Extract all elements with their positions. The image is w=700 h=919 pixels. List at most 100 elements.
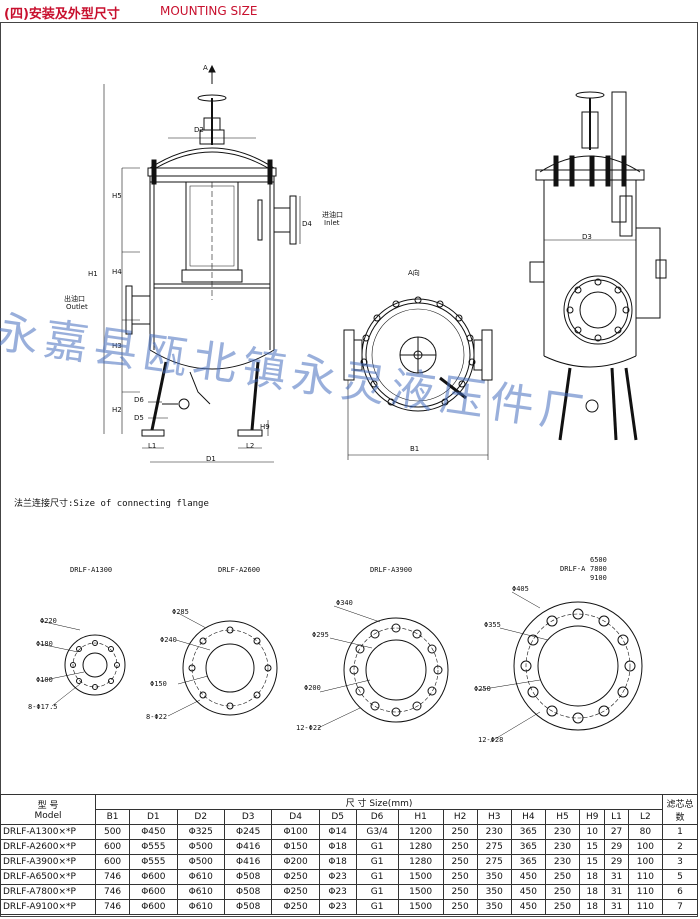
column-header: H1 xyxy=(397,809,444,825)
value-cell: 365 xyxy=(510,839,546,855)
filter-count-cell: 7 xyxy=(662,899,698,915)
drawing-frame xyxy=(0,22,698,917)
value-cell: Φ18 xyxy=(318,839,357,855)
value-cell: Φ23 xyxy=(318,869,357,885)
value-cell: 100 xyxy=(627,854,664,870)
value-cell: 450 xyxy=(510,884,546,900)
inlet-cn-label: 进油口 xyxy=(322,211,343,219)
value-cell: Φ555 xyxy=(129,854,178,870)
l2-label: L2 xyxy=(246,442,255,450)
model-cell: DRLF-A9100×*P xyxy=(0,899,96,915)
view-a-label: A向 xyxy=(408,269,420,277)
flange-holes: 8-Φ17.5 xyxy=(28,703,58,711)
model-cell: DRLF-A1300×*P xyxy=(0,824,96,840)
model-cell: DRLF-A6500×*P xyxy=(0,869,96,885)
flange-holes: 12-Φ22 xyxy=(296,724,322,732)
d3-label: D3 xyxy=(582,233,592,241)
value-cell: 600 xyxy=(94,854,131,870)
flange-section-title: 法兰连接尺寸:Size of connecting flange xyxy=(14,499,209,509)
value-cell: Φ508 xyxy=(223,869,273,885)
value-cell: 29 xyxy=(604,854,629,870)
value-cell: 18 xyxy=(579,884,606,900)
spec-table: 型 号 Model 尺 寸 Size(mm) 滤芯总数 B1 D1 D2 D3 … xyxy=(0,794,698,915)
model-cell: DRLF-A3900×*P xyxy=(0,854,96,870)
d2-label: D2 xyxy=(194,126,204,134)
value-cell: Φ250 xyxy=(271,899,320,915)
column-header: D6 xyxy=(355,809,399,825)
column-header: H2 xyxy=(442,809,478,825)
section-title-cn: (四)安装及外型尺寸 xyxy=(4,7,120,22)
value-cell: 1280 xyxy=(397,854,444,870)
flange-model-variant: 7800 xyxy=(590,565,607,573)
model-header-cn: 型 号 xyxy=(37,801,59,811)
value-cell: 1500 xyxy=(397,869,444,885)
value-cell: Φ500 xyxy=(176,854,225,870)
model-cell: DRLF-A2600×*P xyxy=(0,839,96,855)
b1-label: B1 xyxy=(410,445,420,453)
h1-label: H1 xyxy=(88,270,98,278)
flange-model-variant: 9100 xyxy=(590,574,607,582)
value-cell: 746 xyxy=(94,899,131,915)
section-header: (四)安装及外型尺寸 MOUNTING SIZE xyxy=(0,0,700,24)
flange-outer-dia: Φ340 xyxy=(336,599,353,607)
size-header: 尺 寸 Size(mm) xyxy=(95,794,663,810)
column-header: H9 xyxy=(579,809,606,825)
value-cell: G1 xyxy=(355,899,399,915)
value-cell: 250 xyxy=(442,884,478,900)
value-cell: Φ610 xyxy=(176,869,225,885)
top-view xyxy=(343,296,493,460)
value-cell: 600 xyxy=(94,839,131,855)
flange-model: DRLF-A3900 xyxy=(370,566,413,574)
value-cell: G1 xyxy=(355,869,399,885)
value-cell: 250 xyxy=(544,884,581,900)
value-cell: G1 xyxy=(355,854,399,870)
value-cell: 110 xyxy=(627,869,664,885)
value-cell: 15 xyxy=(579,854,606,870)
flange-inner-dia: Φ150 xyxy=(150,680,167,688)
h4-label: H4 xyxy=(112,268,122,276)
value-cell: 27 xyxy=(604,824,629,840)
h3-label: H3 xyxy=(112,342,122,350)
value-cell: G1 xyxy=(355,884,399,900)
value-cell: 1500 xyxy=(397,899,444,915)
value-cell: 230 xyxy=(476,824,512,840)
value-cell: Φ250 xyxy=(271,884,320,900)
value-cell: 365 xyxy=(510,824,546,840)
flange-outer-dia: Φ405 xyxy=(512,585,529,593)
model-cell: DRLF-A7800×*P xyxy=(0,884,96,900)
value-cell: 100 xyxy=(627,839,664,855)
column-header: B1 xyxy=(94,809,131,825)
flange-holes: 8-Φ22 xyxy=(146,713,168,721)
column-header: D5 xyxy=(318,809,357,825)
value-cell: Φ610 xyxy=(176,884,225,900)
flange-inner-dia: Φ250 xyxy=(474,685,491,693)
value-cell: 1500 xyxy=(397,884,444,900)
flange-model: DRLF-A2600 xyxy=(218,566,261,574)
filter-count-cell: 3 xyxy=(662,854,698,870)
value-cell: 365 xyxy=(510,854,546,870)
inlet-en-label: Inlet xyxy=(324,219,340,227)
column-header: D1 xyxy=(129,809,178,825)
flange-holes: 12-Φ28 xyxy=(478,736,504,744)
value-cell: Φ18 xyxy=(318,854,357,870)
value-cell: G3/4 xyxy=(355,824,399,840)
outlet-cn-label: 出油口 xyxy=(64,295,85,303)
model-header-en: Model xyxy=(34,811,62,821)
value-cell: 350 xyxy=(476,884,512,900)
value-cell: Φ23 xyxy=(318,899,357,915)
value-cell: 31 xyxy=(604,869,629,885)
section-title-en: MOUNTING SIZE xyxy=(160,4,258,18)
value-cell: Φ245 xyxy=(223,824,273,840)
d5-label: D5 xyxy=(134,414,144,422)
value-cell: Φ250 xyxy=(271,869,320,885)
side-view xyxy=(529,91,667,441)
value-cell: 31 xyxy=(604,884,629,900)
value-cell: 230 xyxy=(544,839,581,855)
value-cell: Φ610 xyxy=(176,899,225,915)
value-cell: Φ508 xyxy=(223,884,273,900)
d4-label: D4 xyxy=(302,220,312,228)
